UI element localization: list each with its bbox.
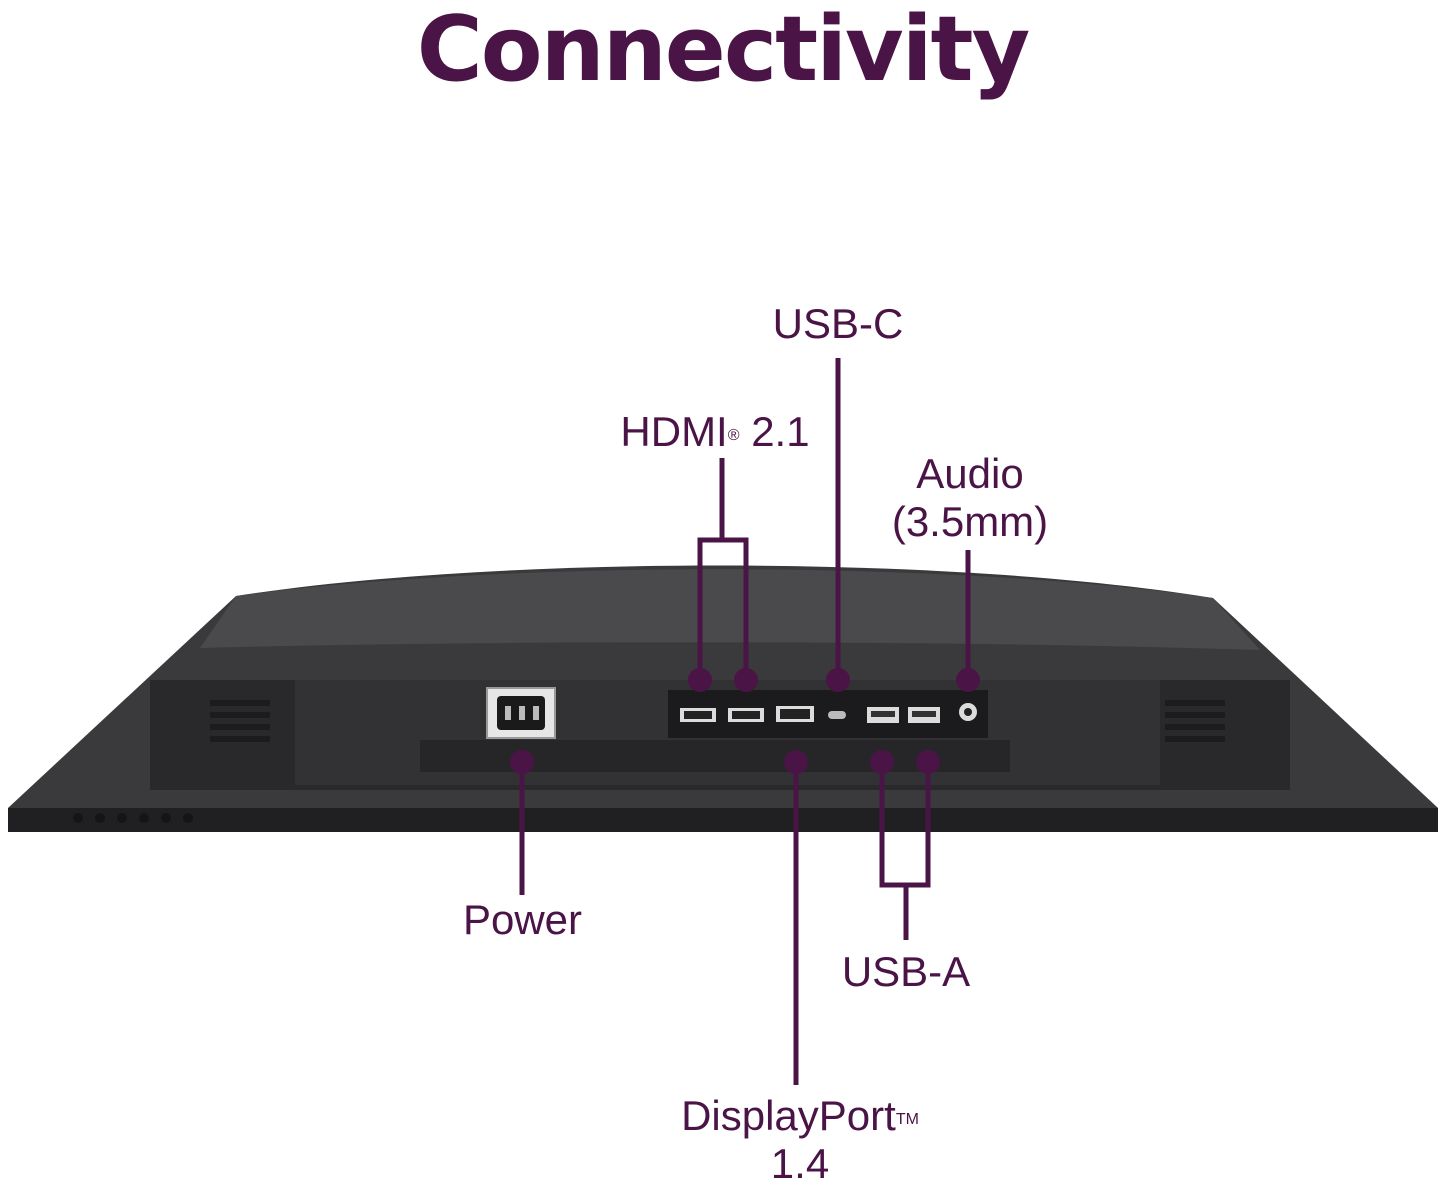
usb-c-marker	[826, 668, 850, 692]
audio-marker	[956, 668, 980, 692]
io-panel	[668, 690, 988, 738]
displayport-port-icon	[776, 706, 814, 722]
hdmi-marker	[734, 668, 758, 692]
usb-a-marker	[916, 750, 940, 774]
hdmi-marker	[688, 668, 712, 692]
audio-label: Audio (3.5mm)	[891, 450, 1049, 545]
usb-a-port-icon	[867, 707, 899, 723]
usb-c-port-icon	[828, 711, 846, 719]
control-buttons	[73, 813, 193, 823]
usb-a-label: USB-A	[841, 948, 971, 995]
registered-mark: ®	[727, 427, 740, 444]
usb-a-callout-line-1	[879, 762, 909, 940]
power-label: Power	[462, 896, 583, 943]
power-inlet-icon	[486, 687, 556, 739]
audio-jack-icon	[959, 703, 977, 721]
usb-a-marker	[870, 750, 894, 774]
hdmi-callout-line-1	[697, 458, 725, 680]
hdmi-port-icon	[680, 708, 716, 722]
trademark-mark: TM	[895, 1111, 919, 1128]
usb-a-port-icon	[908, 707, 940, 723]
displayport-label: DisplayPortTM 1.4	[681, 1092, 919, 1187]
hdmi-port-icon	[728, 708, 764, 722]
usb-c-label: USB-C	[772, 300, 904, 347]
hdmi-callout-line-2	[722, 537, 749, 680]
power-marker	[510, 750, 534, 774]
usb-a-callout-line-2	[906, 762, 931, 888]
displayport-marker	[784, 750, 808, 774]
hdmi-label: HDMI® 2.1	[620, 408, 810, 455]
page-title: Connectivity	[416, 0, 1031, 102]
